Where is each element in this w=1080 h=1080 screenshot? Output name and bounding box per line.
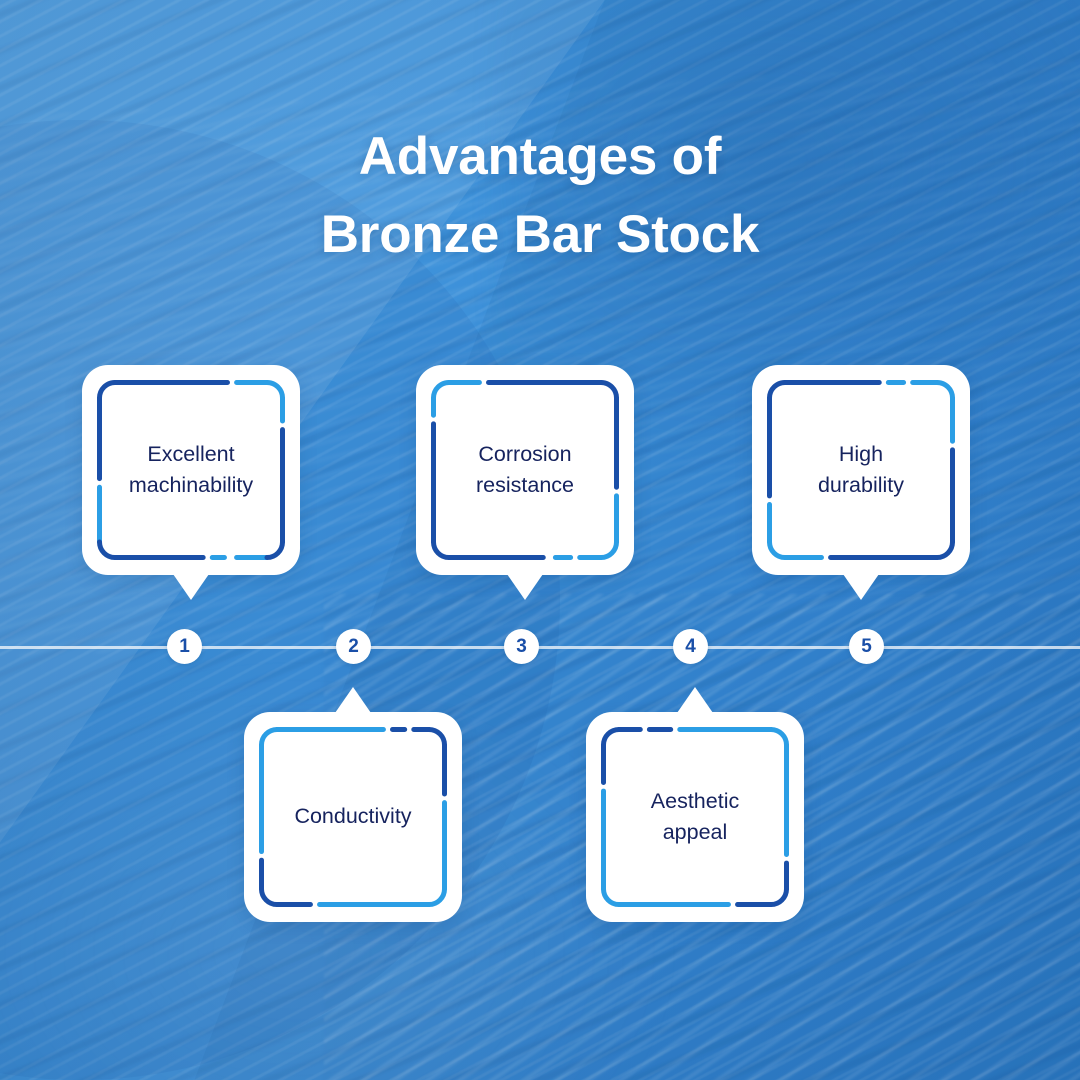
card-label: Corrosion resistance: [476, 439, 574, 501]
advantage-card-5[interactable]: High durability: [752, 365, 970, 600]
card-content: Excellent machinability: [82, 365, 300, 575]
timeline-marker-number: 4: [685, 635, 696, 657]
card-label: High durability: [818, 439, 904, 501]
card-content: High durability: [752, 365, 970, 575]
card-label: Conductivity: [294, 801, 411, 832]
timeline-marker-3[interactable]: 3: [504, 629, 539, 664]
card-label-line-1: Corrosion: [478, 441, 572, 466]
advantage-card-2[interactable]: Conductivity: [244, 687, 462, 922]
card-label-line-2: appeal: [662, 820, 728, 844]
timeline-marker-2[interactable]: 2: [336, 629, 371, 664]
card-label-line-1: High: [838, 441, 884, 466]
card-pointer-tail: [677, 687, 713, 713]
card-pointer-tail: [507, 574, 543, 600]
timeline-marker-number: 3: [516, 635, 527, 657]
page-title-line-2: Bronze Bar Stock: [320, 205, 760, 265]
advantage-card-3[interactable]: Corrosion resistance: [416, 365, 634, 600]
card-label: Aesthetic appeal: [651, 786, 739, 848]
card-label-line-1: Conductivity: [294, 804, 412, 829]
timeline-marker-5[interactable]: 5: [849, 629, 884, 664]
card-label-line-2: machinability: [128, 473, 254, 497]
timeline-marker-number: 2: [348, 635, 359, 657]
card-label-line-2: durability: [817, 473, 905, 497]
page-title-line-1: Advantages of: [358, 127, 722, 186]
timeline-axis: [0, 646, 1080, 649]
timeline-marker-number: 5: [861, 635, 872, 657]
card-pointer-tail: [335, 687, 371, 713]
advantage-card-1[interactable]: Excellent machinability: [82, 365, 300, 600]
advantage-card-4[interactable]: Aesthetic appeal: [586, 687, 804, 922]
timeline-marker-1[interactable]: 1: [167, 629, 202, 664]
card-content: Aesthetic appeal: [586, 712, 804, 922]
card-label-line-2: resistance: [476, 473, 574, 497]
card-pointer-tail: [843, 574, 879, 600]
card-label: Excellent machinability: [129, 439, 253, 501]
card-content: Conductivity: [244, 712, 462, 922]
timeline-marker-number: 1: [179, 635, 190, 657]
card-pointer-tail: [173, 574, 209, 600]
card-content: Corrosion resistance: [416, 365, 634, 575]
timeline-marker-4[interactable]: 4: [673, 629, 708, 664]
card-label-line-1: Excellent: [147, 441, 235, 466]
page-title: Advantages of Bronze Bar Stock: [0, 118, 1080, 275]
card-label-line-1: Aesthetic: [650, 788, 740, 813]
